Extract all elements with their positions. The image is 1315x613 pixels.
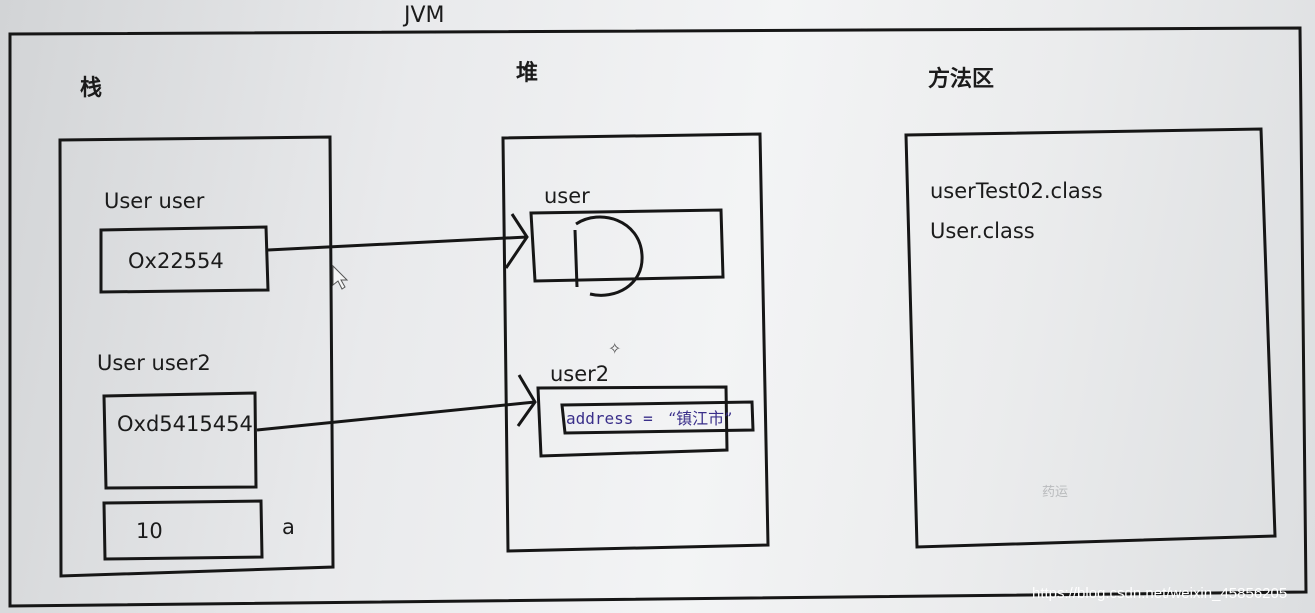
stack-var3-box [102, 499, 264, 561]
stack-var1-label: User user [104, 189, 205, 213]
arrow-user-to-heap [267, 235, 528, 252]
heap-sparkle-icon: ✧ [608, 339, 621, 358]
stack-var3-value: 10 [136, 519, 163, 543]
arrow-user-to-heap-head [504, 213, 529, 269]
heap-obj2-box [536, 385, 729, 458]
watermark: https://blog.csdn.net/weixin_45856205 [1032, 585, 1287, 602]
stack-section-label: 栈 [80, 76, 102, 101]
stack-area [58, 135, 335, 578]
method-area [904, 127, 1277, 549]
heap-obj2-field-box [560, 400, 755, 435]
stack-var1-value: Ox22554 [128, 249, 224, 273]
stack-var2-value: Oxd5415454 [117, 412, 253, 436]
heap-obj1-scribble [573, 215, 644, 297]
cursor-icon [332, 264, 349, 290]
method-area-faint-text: 药运 [1042, 485, 1068, 500]
heap-obj2-label: user2 [550, 362, 609, 386]
method-area-section-label: 方法区 [928, 66, 994, 92]
method-area-class1: userTest02.class [930, 179, 1103, 203]
stack-var2-box [102, 391, 258, 490]
heap-obj1-box [529, 208, 725, 283]
stack-var3-label: a [282, 515, 295, 539]
heap-area [501, 132, 770, 553]
heap-section-label: 堆 [516, 61, 538, 86]
arrow-user2-to-heap [256, 400, 536, 432]
stack-var2-label: User user2 [97, 351, 211, 375]
heap-obj2-field: address = [566, 409, 653, 428]
stack-var1-box [99, 225, 270, 294]
jvm-title: JVM [402, 3, 445, 28]
arrow-user2-to-heap-head [516, 374, 537, 427]
heap-obj1-label: user [544, 184, 590, 208]
heap-obj2-field-value: “镇江市” [668, 409, 732, 428]
jvm-frame [8, 26, 1308, 608]
method-area-class2: User.class [930, 219, 1035, 243]
